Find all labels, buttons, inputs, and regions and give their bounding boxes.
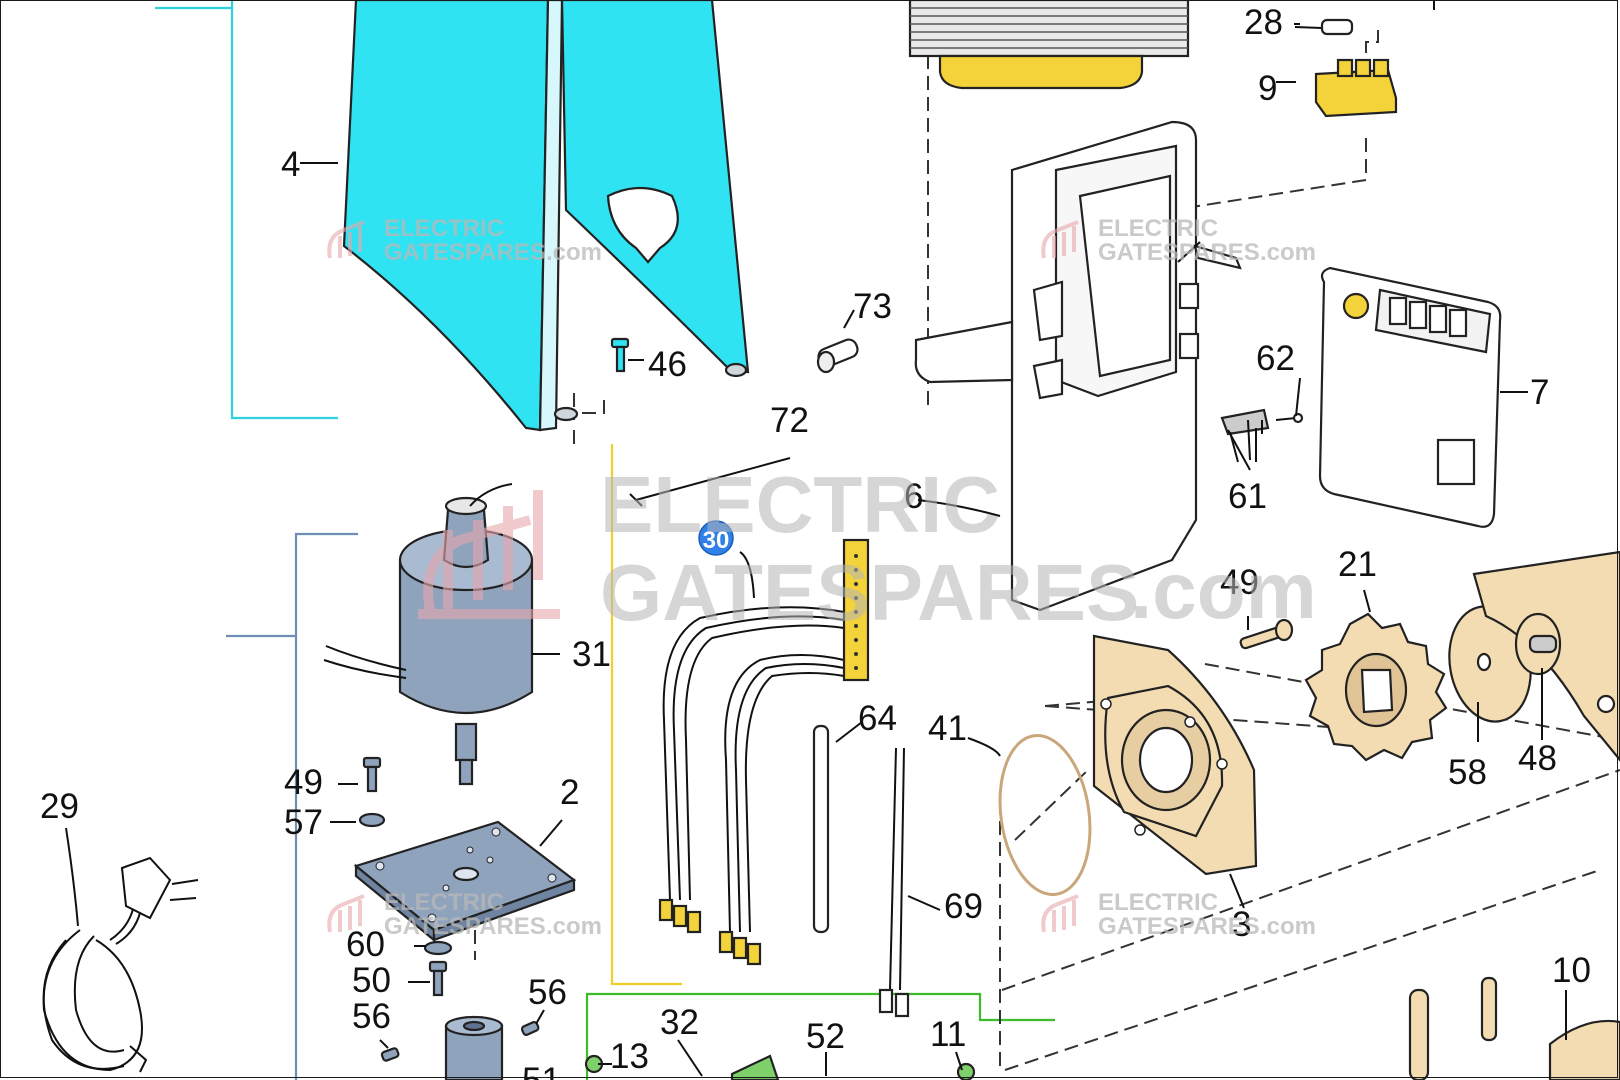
label-58: 58	[1448, 753, 1487, 792]
label-51: 51	[522, 1061, 561, 1080]
part-56-grub-screws	[380, 1020, 540, 1062]
part-28-fuse	[1294, 0, 1435, 36]
part-48-shaft-housing	[1472, 550, 1620, 762]
label-48: 48	[1518, 739, 1557, 778]
label-56-right: 56	[528, 973, 567, 1012]
watermark-tl-line2: GATESPARES	[384, 239, 546, 266]
label-11: 11	[930, 1015, 966, 1054]
watermark-bl-line2: GATESPARES	[384, 913, 546, 940]
label-28: 28	[1244, 3, 1283, 42]
label-56-left: 56	[352, 997, 391, 1036]
motor-group-bracket	[226, 532, 358, 1080]
highlight-badge-icon[interactable]: 30	[698, 520, 734, 556]
part-2-plate	[353, 820, 577, 943]
label-73: 73	[853, 287, 892, 326]
label-69: 69	[944, 887, 983, 926]
part-73-cap	[816, 338, 859, 374]
label-21: 21	[1338, 545, 1377, 584]
watermark-br-line1: ELECTRIC	[1098, 889, 1218, 916]
badge-label: 30	[703, 527, 730, 554]
label-7: 7	[1530, 373, 1549, 412]
watermark-tr-line1: ELECTRIC	[1098, 215, 1218, 242]
part-6-housing	[914, 120, 1242, 612]
part-46-screw	[610, 337, 630, 373]
watermark-suffix: .com	[1130, 546, 1317, 635]
part-4-cover	[342, 0, 750, 432]
part-10-bushings	[1408, 976, 1620, 1080]
part-60-washer	[423, 940, 453, 956]
label-6: 6	[904, 477, 923, 516]
watermark-tr-suffix: .com	[1260, 239, 1316, 266]
label-31: 31	[572, 635, 611, 674]
label-61: 61	[1228, 477, 1267, 516]
part-labels: 28 9 4 73 62 7 46 72 61 6 21 49 31 64 41…	[40, 3, 1591, 1080]
label-57: 57	[284, 803, 323, 842]
part-41-o-ring	[998, 734, 1092, 896]
part-7-control-box	[1318, 266, 1502, 528]
label-72: 72	[770, 401, 809, 440]
part-30-wiring-harness	[658, 538, 870, 966]
part-64-rod	[812, 724, 830, 934]
label-49-left: 49	[284, 763, 323, 802]
label-60: 60	[346, 925, 385, 964]
watermark-tl-suffix: .com	[546, 239, 602, 266]
part-72-wire	[629, 457, 791, 507]
label-9: 9	[1258, 69, 1277, 108]
part-29-power-cord	[42, 856, 199, 1073]
electric-gatespares-logo-icon	[418, 490, 560, 619]
watermark-br-suffix: .com	[1260, 913, 1316, 940]
wiring-group-bracket	[610, 444, 682, 986]
watermark-bl-line1: ELECTRIC	[384, 889, 504, 916]
label-2: 2	[560, 773, 579, 812]
part-pinion	[444, 1015, 504, 1080]
part-50-screw	[428, 960, 448, 997]
label-46: 46	[648, 345, 687, 384]
label-29: 29	[40, 787, 79, 826]
label-64: 64	[858, 699, 897, 738]
label-13: 13	[610, 1037, 649, 1076]
leader-lines	[65, 23, 1567, 1077]
watermark-tr-line2: GATESPARES	[1098, 239, 1260, 266]
watermark-large: ELECTRIC GATESPARES .com	[418, 460, 1317, 637]
watermark-small-top-right: ELECTRIC GATESPARES .com	[1041, 215, 1316, 266]
label-32: 32	[660, 1003, 699, 1042]
watermark-bl-suffix: .com	[546, 913, 602, 940]
label-3: 3	[1232, 905, 1251, 944]
part-3-flange	[1092, 634, 1258, 876]
part-69-cable	[878, 747, 910, 1018]
board-group-bracket	[585, 992, 1055, 1080]
label-52: 52	[806, 1017, 845, 1056]
watermark-br-line2: GATESPARES	[1098, 913, 1260, 940]
label-49-right: 49	[1220, 563, 1259, 602]
watermark-small-bottom-right: ELECTRIC GATESPARES .com	[1041, 889, 1316, 940]
part-transformer-top	[908, 0, 1190, 90]
part-21-gear	[1304, 612, 1448, 762]
part-49-screw-right	[1239, 618, 1294, 650]
cover-group-bracket	[155, 0, 338, 420]
part-49-screw-motor	[358, 756, 386, 828]
label-41: 41	[928, 709, 967, 748]
label-4: 4	[281, 145, 300, 184]
label-62: 62	[1256, 339, 1295, 378]
watermark-small-bottom-left: ELECTRIC GATESPARES .com	[327, 889, 602, 940]
watermark-small-top-left: ELECTRIC GATESPARES .com	[327, 215, 602, 266]
part-9-terminal-block	[1314, 58, 1398, 118]
watermark-line2: GATESPARES	[600, 548, 1139, 637]
part-52-board	[584, 1054, 976, 1080]
label-50: 50	[352, 961, 391, 1000]
label-10: 10	[1552, 951, 1591, 990]
watermark-line1: ELECTRIC	[600, 460, 1000, 549]
part-61-limit-switch	[1220, 408, 1304, 463]
watermark-tl-line1: ELECTRIC	[384, 215, 504, 242]
